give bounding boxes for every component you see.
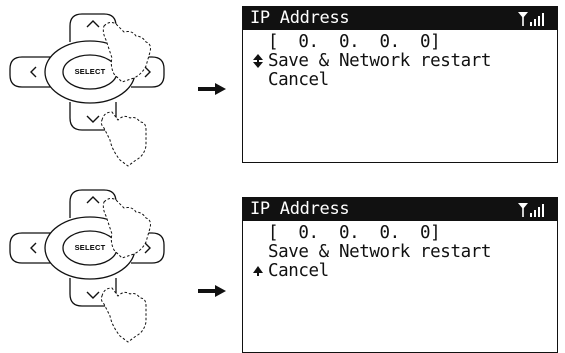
left-key[interactable] bbox=[9, 232, 55, 264]
right-arrow-icon bbox=[144, 242, 151, 254]
down-arrow-icon bbox=[86, 115, 100, 123]
right-arrow-icon bbox=[198, 83, 226, 95]
up-arrow-icon bbox=[86, 196, 100, 204]
signal-strength-icon bbox=[518, 203, 544, 217]
right-key[interactable] bbox=[131, 56, 165, 88]
up-arrow-icon bbox=[86, 20, 100, 28]
left-arrow-icon bbox=[30, 242, 37, 254]
lcd-screen: IP Address [ 0. 0. 0. 0] Save & Network … bbox=[242, 197, 558, 353]
select-key-label: SELECT bbox=[74, 243, 106, 252]
navigation-keypad: SELECT bbox=[0, 0, 180, 170]
pointing-hand-icon bbox=[102, 21, 151, 83]
ip-address-value: [ 0. 0. 0. 0] bbox=[268, 223, 441, 243]
right-arrow-icon bbox=[144, 66, 151, 78]
instruction-step-1: SELECT IP Address [ 0. 0. 0. 0] Save & N… bbox=[0, 0, 565, 176]
menu-item-save-network-restart[interactable]: Save & Network restart bbox=[268, 51, 491, 71]
pointing-hand-icon bbox=[100, 287, 147, 343]
up-key[interactable] bbox=[69, 13, 117, 42]
screen-title: IP Address bbox=[250, 8, 350, 28]
up-cursor-icon bbox=[253, 266, 263, 276]
lcd-screen: IP Address [ 0. 0. 0. 0] Save & Network … bbox=[242, 6, 558, 163]
screen-title-bar: IP Address bbox=[243, 7, 557, 30]
select-key-label: SELECT bbox=[74, 67, 106, 76]
menu-item-cancel[interactable]: Cancel bbox=[268, 70, 329, 90]
left-key[interactable] bbox=[9, 56, 55, 88]
screen-title-bar: IP Address bbox=[243, 198, 557, 221]
right-key[interactable] bbox=[131, 232, 165, 264]
ip-address-value: [ 0. 0. 0. 0] bbox=[268, 32, 441, 52]
up-down-cursor-icon bbox=[253, 54, 263, 68]
pointing-hand-icon bbox=[100, 111, 147, 167]
instruction-step-2: SELECT IP Address [ 0. 0. 0. 0] Save & N… bbox=[0, 176, 565, 353]
up-key[interactable] bbox=[69, 189, 117, 218]
pointing-hand-icon bbox=[102, 197, 151, 259]
down-arrow-icon bbox=[86, 291, 100, 299]
signal-strength-icon bbox=[518, 12, 544, 26]
screen-title: IP Address bbox=[250, 199, 350, 219]
navigation-keypad: SELECT bbox=[0, 176, 180, 346]
right-arrow-icon bbox=[198, 285, 226, 297]
left-arrow-icon bbox=[30, 66, 37, 78]
menu-item-save-network-restart[interactable]: Save & Network restart bbox=[268, 242, 491, 262]
menu-item-cancel[interactable]: Cancel bbox=[268, 261, 329, 281]
